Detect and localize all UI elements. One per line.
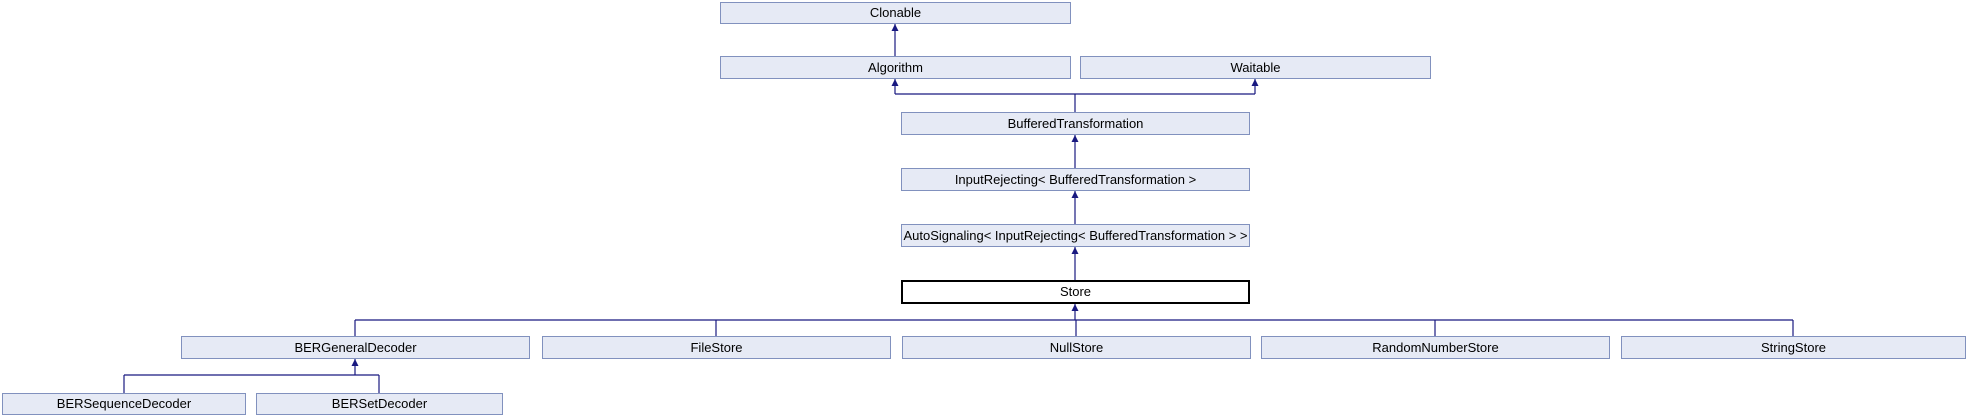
arrowhead-up-icon <box>1071 304 1079 311</box>
class-node-buffered-transformation[interactable]: BufferedTransformation <box>901 112 1250 135</box>
arrowhead-up-icon <box>1071 191 1079 198</box>
class-node-store: Store <box>901 280 1250 304</box>
arrowhead-up-icon <box>351 359 359 366</box>
class-node-waitable[interactable]: Waitable <box>1080 56 1431 79</box>
class-node-ber-set-decoder[interactable]: BERSetDecoder <box>256 393 503 415</box>
class-node-clonable[interactable]: Clonable <box>720 2 1071 24</box>
class-node-string-store[interactable]: StringStore <box>1621 336 1966 359</box>
arrowhead-up-icon <box>891 79 899 86</box>
class-node-ber-sequence-decoder[interactable]: BERSequenceDecoder <box>2 393 246 415</box>
class-node-ber-general-decoder[interactable]: BERGeneralDecoder <box>181 336 530 359</box>
class-node-file-store[interactable]: FileStore <box>542 336 891 359</box>
arrowhead-up-icon <box>891 24 899 31</box>
class-node-null-store[interactable]: NullStore <box>902 336 1251 359</box>
arrowhead-up-icon <box>1071 135 1079 142</box>
class-node-random-number-store[interactable]: RandomNumberStore <box>1261 336 1610 359</box>
class-node-algorithm[interactable]: Algorithm <box>720 56 1071 79</box>
arrowhead-up-icon <box>1251 79 1259 86</box>
class-node-input-rejecting[interactable]: InputRejecting< BufferedTransformation > <box>901 168 1250 191</box>
class-node-auto-signaling[interactable]: AutoSignaling< InputRejecting< BufferedT… <box>901 224 1250 247</box>
arrowhead-up-icon <box>1071 247 1079 254</box>
